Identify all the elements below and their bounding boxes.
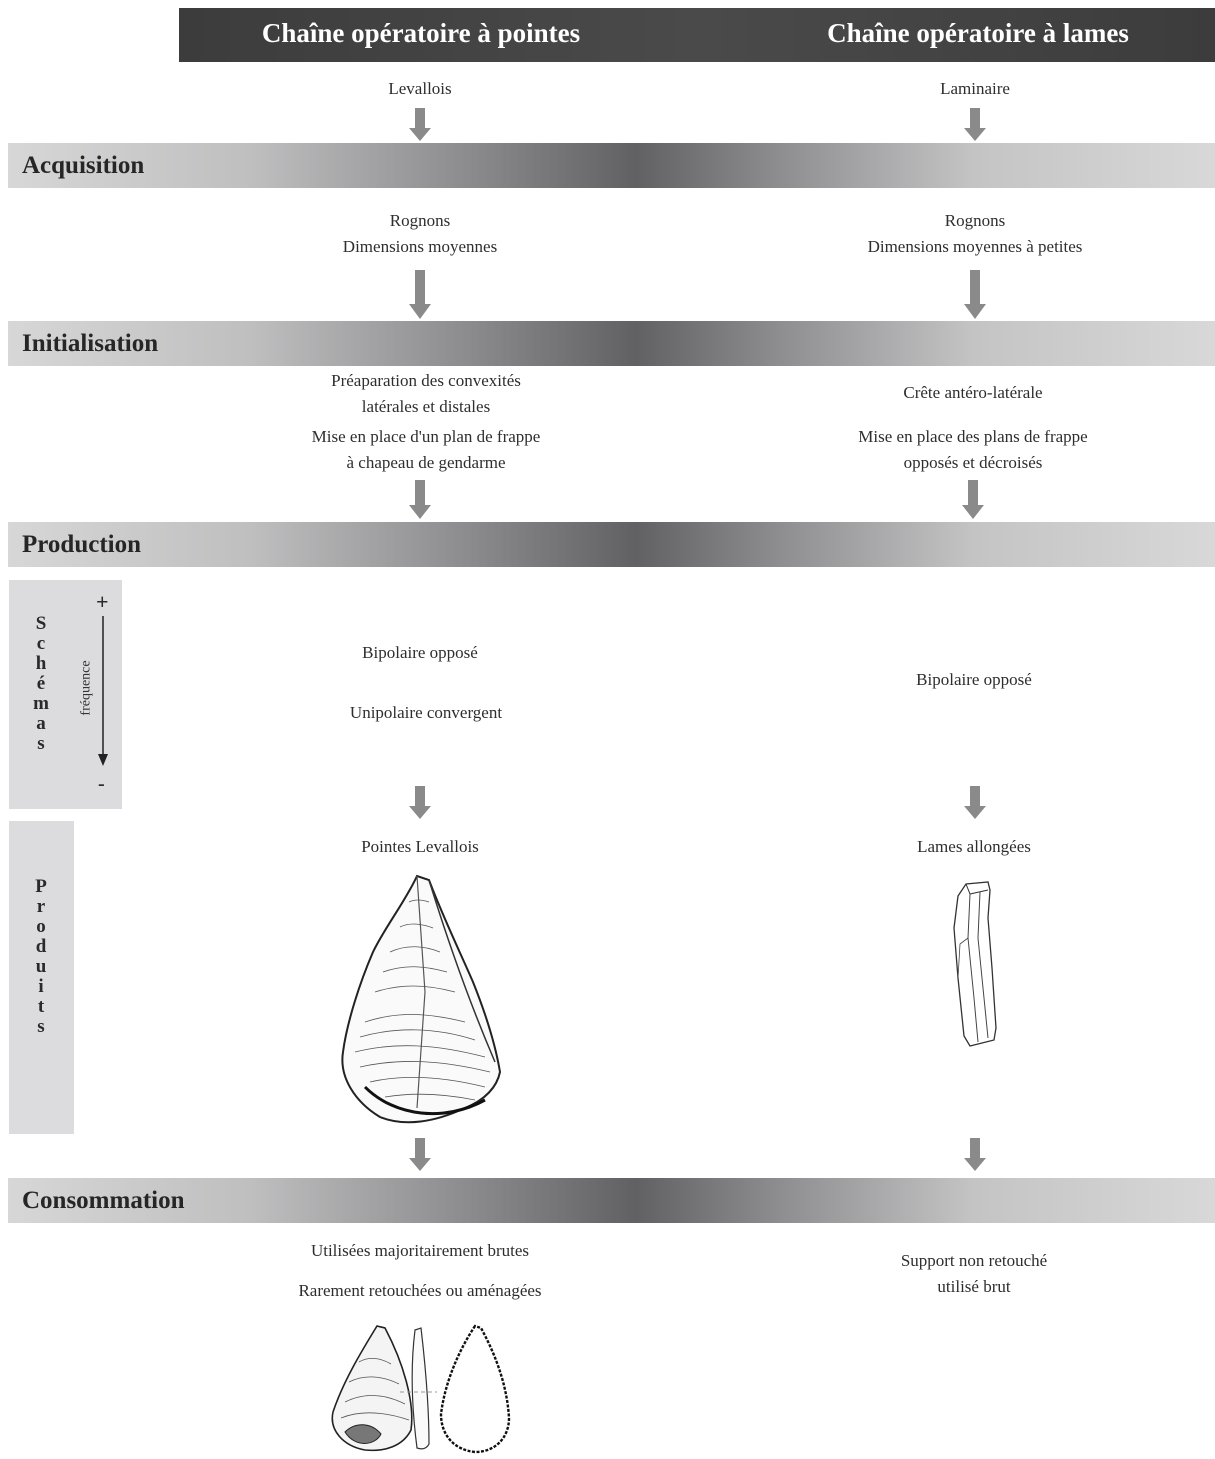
left-method: Levallois: [388, 79, 452, 98]
right-acquisition-line1: Rognons: [944, 211, 1006, 230]
down-arrow-icon: [962, 480, 984, 519]
schemas-vertical-label: S c h é m a s: [33, 613, 49, 754]
left-acquisition-line2: Dimensions moyennes: [342, 237, 498, 256]
right-acquisition-line2: Dimensions moyennes à petites: [867, 237, 1083, 256]
stage-label-consommation: Consommation: [22, 1187, 185, 1214]
stage-label-acquisition: Acquisition: [22, 152, 145, 179]
blade-illustration: [953, 881, 997, 1047]
produits-side-box: P r o d u i t s: [9, 821, 74, 1134]
right-schema-1: Bipolaire opposé: [916, 670, 1032, 689]
stage-bar-production: Production: [8, 522, 1215, 567]
retouched-point-illustration: [331, 1324, 511, 1454]
left-init-line1: Préaparation des convexités: [331, 371, 521, 390]
right-column-title: Chaîne opératoire à lames: [827, 18, 1129, 48]
frequency-minus: -: [98, 773, 105, 795]
frequency-arrow-icon: [98, 616, 108, 766]
produits-vertical-label: P r o d u i t s: [35, 876, 47, 1037]
right-init-line2: Mise en place des plans de frappe: [858, 427, 1088, 446]
left-init-line4: à chapeau de gendarme: [346, 453, 506, 472]
stage-label-initialisation: Initialisation: [22, 330, 159, 357]
left-column-title: Chaîne opératoire à pointes: [261, 18, 581, 48]
down-arrow-icon: [964, 108, 986, 141]
right-product: Lames allongées: [917, 837, 1031, 856]
stage-bar-consommation: Consommation: [8, 1178, 1215, 1223]
right-consumption-line1: Support non retouché: [900, 1251, 1048, 1270]
right-method: Laminaire: [940, 79, 1010, 98]
stage-bar-acquisition: Acquisition: [8, 143, 1215, 188]
right-init-line1: Crête antéro-latérale: [903, 383, 1043, 402]
left-init-line2: latérales et distales: [361, 397, 491, 416]
levallois-point-illustration: [341, 874, 502, 1124]
header-bar: Chaîne opératoire à pointes Chaîne opéra…: [179, 8, 1215, 62]
left-acquisition-line1: Rognons: [389, 211, 451, 230]
down-arrow-icon: [409, 480, 431, 519]
down-arrow-icon: [409, 1138, 431, 1171]
stage-bar-initialisation: Initialisation: [8, 321, 1215, 366]
down-arrow-icon: [409, 786, 431, 819]
down-arrow-icon: [964, 786, 986, 819]
down-arrow-icon: [964, 1138, 986, 1171]
frequency-label: fréquence: [78, 660, 94, 716]
left-consumption-line2: Rarement retouchées ou aménagées: [298, 1281, 542, 1300]
left-consumption-line1: Utilisées majoritairement brutes: [310, 1241, 530, 1260]
right-consumption-line2: utilisé brut: [937, 1277, 1011, 1296]
frequency-plus: +: [96, 589, 109, 614]
left-schema-2: Unipolaire convergent: [349, 703, 503, 722]
stage-label-production: Production: [22, 531, 141, 558]
down-arrow-icon: [409, 270, 431, 319]
schemas-side-box: S c h é m a s + fréquence -: [9, 580, 122, 809]
left-schema-1: Bipolaire opposé: [362, 643, 478, 662]
left-product: Pointes Levallois: [361, 837, 479, 856]
down-arrow-icon: [409, 108, 431, 141]
left-init-line3: Mise en place d'un plan de frappe: [311, 427, 541, 446]
down-arrow-icon: [964, 270, 986, 319]
right-init-line3: opposés et décroisés: [903, 453, 1043, 472]
